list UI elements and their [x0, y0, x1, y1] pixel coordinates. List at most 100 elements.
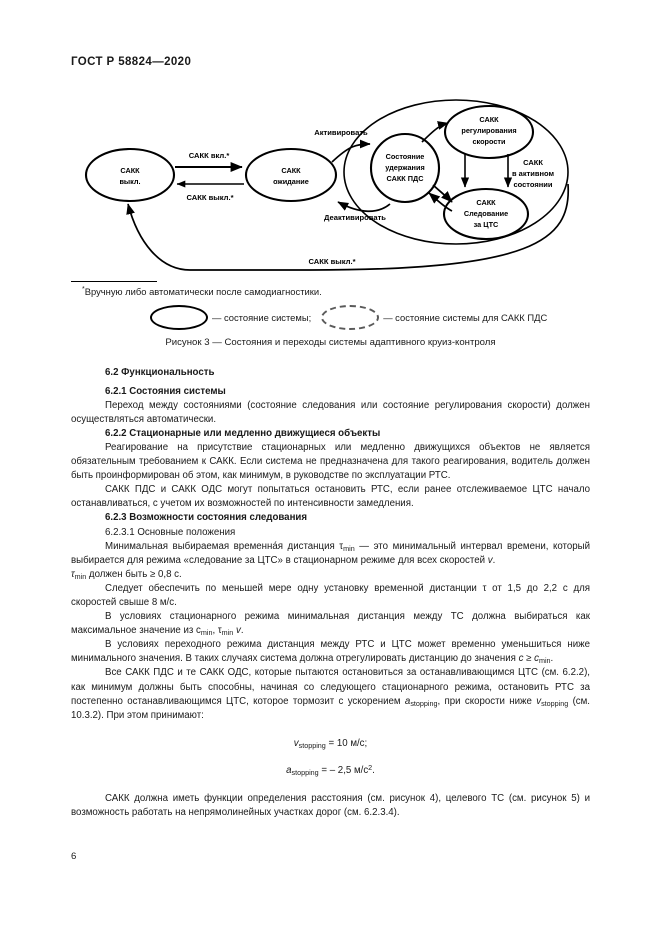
figure-3-state-diagram: САКК в активном состоянии САКК выкл. САК… [60, 92, 605, 282]
edge-deactivate [337, 201, 391, 213]
formula-v-stopping: vstopping = 10 м/с; [71, 737, 590, 751]
node-speed-regulation-label-line2: регулирования [461, 126, 516, 135]
p4-text-d: . [240, 625, 244, 637]
p1-text-d: . [492, 554, 496, 566]
formula-a-stopping: astopping = – 2,5 м/с2. [71, 764, 590, 778]
p6-text-a: Все САКК ПДС и те САКК ОДС, которые пыта… [71, 667, 590, 707]
p6-text-c: (см. 10.3.2). При этом принимают: [71, 695, 590, 721]
figure-3-caption: Рисунок 3 — Состояния и переходы системы… [165, 337, 496, 348]
p5-text-d: . [550, 653, 554, 665]
p4-var-v: v [235, 625, 241, 637]
figure-legend: — состояние системы; — состояние системы… [150, 304, 610, 330]
group-active-state-label-line1: САКК [523, 158, 543, 167]
p1-text-a: Минимальная выбираемая временн [105, 540, 273, 552]
formula2-sup: 2 [368, 762, 373, 772]
p4-text-b: , τ [212, 625, 222, 637]
node-speed-regulation-label-line3: скорости [472, 137, 505, 146]
p2-var-tau: τ [71, 568, 75, 580]
edge-label-deactivate: Деактивировать [324, 213, 386, 222]
document-header-standard-number: ГОСТ Р 58824—2020 [71, 56, 192, 68]
p2-sub-min: min [74, 571, 87, 581]
node-speed-regulation [443, 104, 535, 160]
p5-text-a: В условиях переходного режима дистанция … [71, 639, 590, 665]
heading-6-2-3-1: 6.2.3.1 Основные положения [105, 526, 236, 538]
edge-active-to-off-bottom [126, 183, 570, 271]
node-sakk-off [84, 147, 176, 203]
p1-text-b: я дистанция τ [277, 540, 344, 552]
edge-label-sakk-on: САКК вкл.* [189, 151, 230, 160]
paragraph-6-2-3-1-2: τmin должен быть ≥ 0,8 с. [71, 568, 590, 582]
group-active-state-label-line3: состоянии [513, 180, 552, 189]
heading-6-2: 6.2 Функциональность [105, 367, 215, 378]
p5-sub-min: min [538, 656, 551, 666]
heading-6-2-2: 6.2.2 Стационарные или медленно движущие… [105, 427, 381, 439]
footnote-marker: * [82, 286, 85, 293]
p5-var-c-2: c [534, 653, 539, 665]
page-number: 6 [71, 851, 77, 862]
p6-var-a: a [404, 695, 411, 707]
node-hold-state-label-line1: Состояние [386, 152, 425, 161]
legend-label-system-state-pds: — состояние системы для САКК ПДС [383, 311, 548, 323]
edge-hold-to-speed [421, 121, 449, 143]
p1-text-c: — это минимальный интервал времени, кото… [71, 540, 591, 566]
node-hold-state-sakk-pds [369, 132, 441, 204]
p1-var-v: v [487, 554, 493, 566]
p4-sub-min-2: min [221, 628, 234, 638]
node-sakk-standby-label-line1: САКК [281, 166, 301, 175]
group-active-state-label-line2: в активном [512, 169, 555, 178]
edge-label-sakk-off: САКК выкл.* [186, 193, 233, 202]
paragraph-6-2-3-1-5: В условиях переходного режима дистанция … [71, 638, 590, 666]
p2-text-b: должен быть ≥ 0,8 с. [86, 568, 182, 580]
formula1-var: v [293, 737, 299, 749]
p4-text-a: В условиях стационарного режима минималь… [71, 611, 590, 637]
heading-6-2-1: 6.2.1 Состояния системы [105, 385, 226, 397]
formula1-sub: stopping [298, 740, 326, 750]
node-sakk-off-label-line1: САКК [120, 166, 140, 175]
paragraph-6-2-2-2: САКК ПДС и САКК ОДС могут попытаться ост… [71, 484, 590, 510]
p6-sub-stopping-2: stopping [541, 698, 569, 708]
p1-sub-min: min [343, 543, 355, 553]
edge-hold-to-following-a [432, 184, 453, 203]
footnote-separator-rule [71, 281, 157, 282]
paragraph-6-2-1-1: Переход между состояниями (состояние сле… [71, 399, 590, 425]
p6-text-b: , при ско­рости ниже [437, 695, 537, 707]
paragraph-6-2-3-1-6: Все САКК ПДС и те САКК ОДС, которые пыта… [71, 666, 590, 722]
paragraph-6-2-2-1: Реагирование на присутствие стационарных… [71, 441, 590, 482]
formula1-rest: = 10 м/с; [325, 737, 368, 749]
document-body: 6.2 Функциональность 6.2.1 Состояния сис… [71, 366, 590, 820]
node-sakk-standby-label-line2: ожидание [273, 177, 309, 186]
paragraph-6-2-3-1-3: Следует обеспечить по меньшей мере одну … [71, 582, 590, 608]
legend-label-system-state: — состояние системы; [212, 311, 312, 323]
node-following-target-label-line1: САКК [476, 198, 496, 207]
formula2-var: a [286, 764, 292, 776]
formula2-rest-b: . [372, 764, 375, 776]
heading-6-2-3: 6.2.3 Возможности состояния следования [105, 512, 308, 524]
edge-label-activate: Активировать [314, 128, 368, 137]
p5-var-c-1: c [518, 653, 524, 665]
node-hold-state-label-line2: удержания [385, 163, 424, 172]
node-following-target-label-line2: Следование [464, 209, 508, 218]
edge-label-sakk-off-bottom: САКК выкл.* [308, 257, 355, 266]
footnote-text: *Вручную либо автоматически после самоди… [82, 286, 322, 297]
group-active-state-boundary [343, 99, 569, 245]
state-diagram-svg: САКК в активном состоянии САКК выкл. САК… [84, 99, 570, 271]
formula2-sub: stopping [291, 767, 319, 777]
edge-following-to-hold-b [428, 192, 453, 212]
node-following-target-label-line3: за ЦТС [474, 220, 499, 229]
edge-activate [331, 139, 371, 163]
node-sakk-off-label-line2: выкл. [119, 177, 140, 186]
legend-ellipse-solid-icon [150, 304, 208, 330]
legend-ellipse-dashed-icon [321, 304, 380, 330]
p1-accent: а́ [272, 540, 278, 552]
paragraph-6-2-3-1-4: В условиях стационарного режима минималь… [71, 610, 590, 638]
p6-var-v: v [536, 695, 542, 707]
node-speed-regulation-label-line1: САКК [479, 115, 499, 124]
paragraph-6-2-3-1-7: САКК должна иметь функции определения ра… [71, 793, 590, 819]
paragraph-6-2-3-1-1: Минимальная выбираемая временна́я дистан… [71, 540, 590, 568]
p6-sub-stopping-1: stopping [410, 698, 438, 708]
legend-row: — состояние системы; — состояние системы… [150, 304, 610, 330]
node-sakk-standby [244, 147, 338, 203]
formula2-rest-a: = – 2,5 м/с [318, 764, 369, 776]
p4-sub-min-1: min [200, 628, 213, 638]
